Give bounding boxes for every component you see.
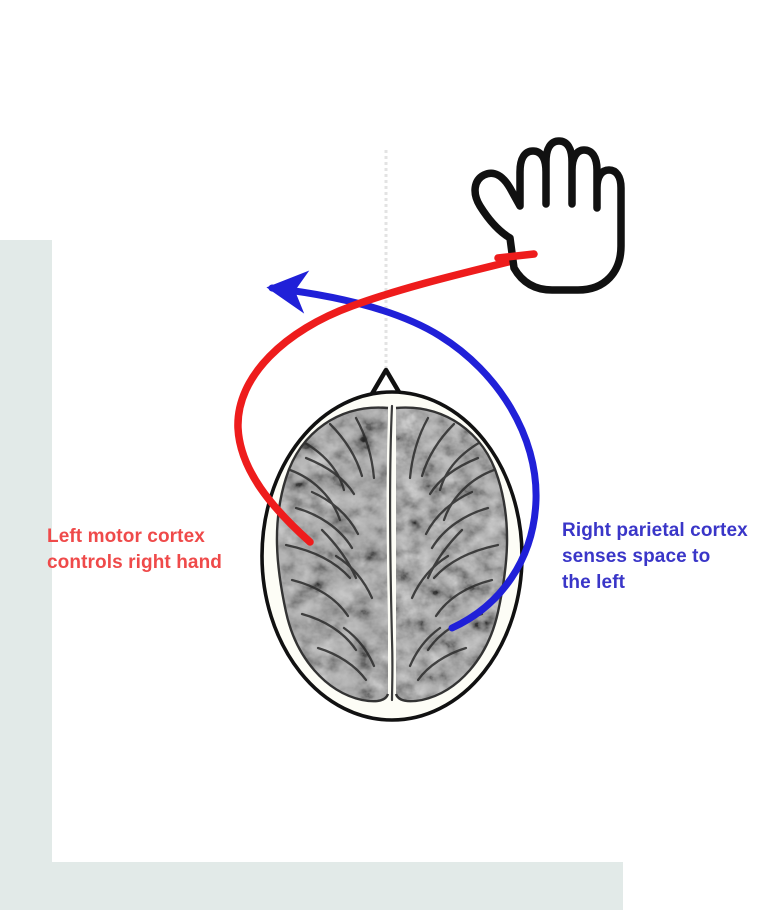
decorative-left-panel: [0, 240, 52, 862]
decorative-bottom-panel: [0, 862, 623, 910]
red-arrow-left-motor-to-right-hand: [234, 252, 536, 546]
caption-right-parietal-cortex: Right parietal cortex senses space to th…: [562, 520, 748, 593]
caption-left-motor-cortex: Left motor cortex controls right hand: [47, 526, 223, 573]
open-hand-icon: [471, 137, 625, 294]
blue-arrow-right-parietal-to-left-space: [266, 270, 540, 632]
